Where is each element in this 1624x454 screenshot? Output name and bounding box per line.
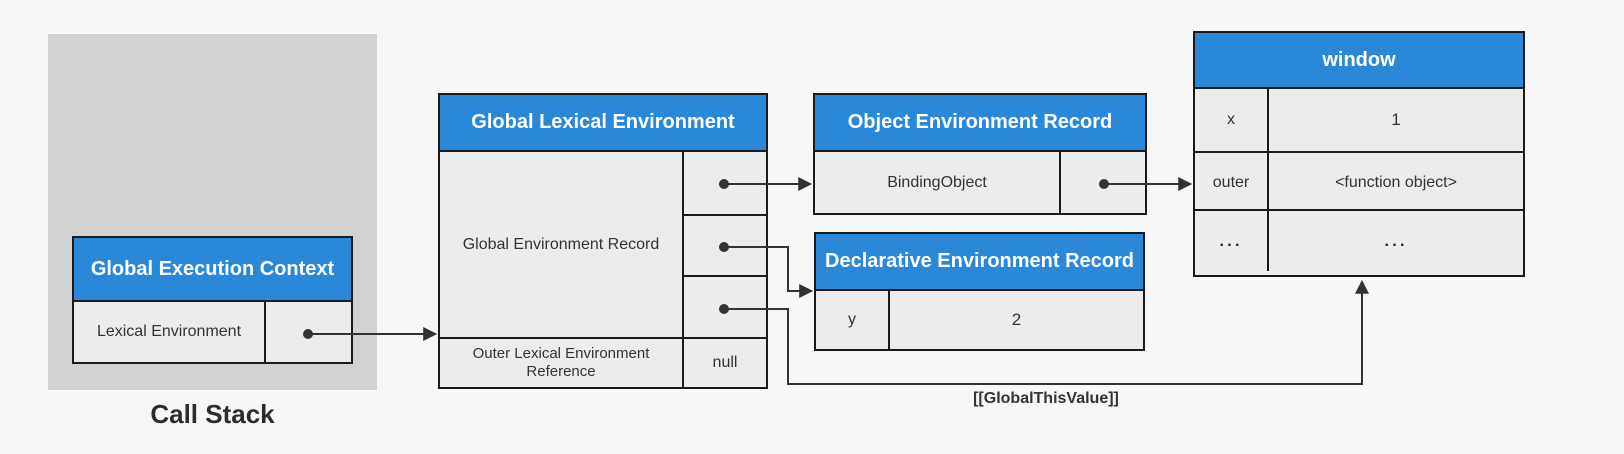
pointer-cell-1 xyxy=(682,152,766,214)
outer-lexical-environment-label: Outer Lexical Environment Reference xyxy=(440,339,682,387)
object-environment-record-box: Object Environment Record BindingObject xyxy=(813,93,1147,215)
declarative-environment-record-body: y 2 xyxy=(816,291,1143,349)
global-execution-context-body: Lexical Environment xyxy=(74,302,351,362)
global-execution-context-box: Global Execution Context Lexical Environ… xyxy=(72,236,353,364)
call-stack-label: Call Stack xyxy=(150,399,275,429)
global-this-value-label: [[GlobalThisValue]] xyxy=(973,390,1119,407)
object-environment-record-header: Object Environment Record xyxy=(815,95,1145,152)
variable-y-key-cell: y xyxy=(816,291,888,349)
declarative-environment-record-header: Declarative Environment Record xyxy=(816,234,1143,291)
lexical-environment-pointer-cell xyxy=(264,302,351,362)
window-object-header: window xyxy=(1195,33,1523,89)
window-ellipsis-value-cell: ... xyxy=(1267,209,1523,271)
window-outer-key-cell: outer xyxy=(1195,151,1267,213)
declarative-environment-record-box: Declarative Environment Record y 2 xyxy=(814,232,1145,351)
global-environment-record-cell: Global Environment Record xyxy=(440,152,682,337)
object-environment-record-body: BindingObject xyxy=(815,152,1145,213)
global-execution-context-header: Global Execution Context xyxy=(74,238,351,302)
global-lexical-environment-header: Global Lexical Environment xyxy=(440,95,766,152)
pointer-cell-3 xyxy=(682,275,766,337)
window-object-body: x 1 outer <function object> ... ... xyxy=(1195,89,1523,275)
outer-lexical-environment-value: null xyxy=(682,339,766,387)
pointer-cell-2 xyxy=(682,213,766,276)
binding-object-cell: BindingObject xyxy=(815,152,1059,213)
window-ellipsis-key-cell: ... xyxy=(1195,209,1267,271)
binding-object-pointer-cell xyxy=(1059,152,1145,213)
lexical-environment-cell: Lexical Environment xyxy=(74,302,264,362)
global-lexical-environment-box: Global Lexical Environment Global Enviro… xyxy=(438,93,768,389)
window-object-box: window x 1 outer <function object> ... .… xyxy=(1193,31,1525,277)
window-x-value-cell: 1 xyxy=(1267,89,1523,151)
window-x-key-cell: x xyxy=(1195,89,1267,151)
outer-lexical-environment-row: Outer Lexical Environment Reference null xyxy=(440,337,766,387)
global-lexical-environment-main: Global Environment Record xyxy=(440,152,766,337)
window-outer-value-cell: <function object> xyxy=(1267,151,1523,213)
variable-y-value-cell: 2 xyxy=(888,291,1143,349)
